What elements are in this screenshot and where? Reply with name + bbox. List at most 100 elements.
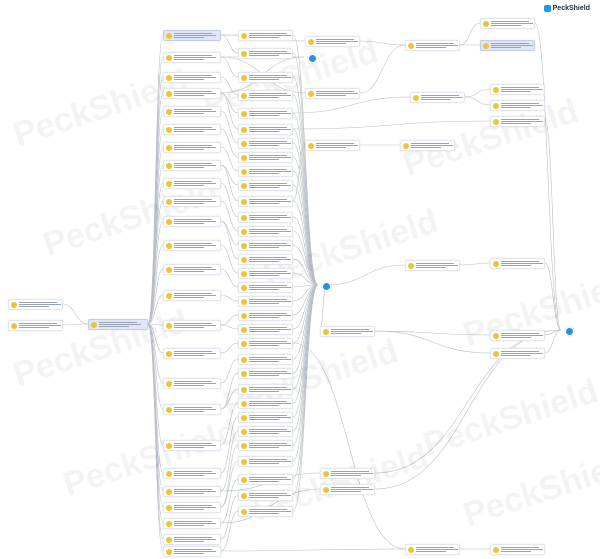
address-node[interactable] <box>163 518 221 529</box>
address-node[interactable] <box>238 124 293 135</box>
address-node[interactable] <box>490 84 545 95</box>
wallet-icon <box>483 42 489 49</box>
address-node[interactable] <box>238 108 293 119</box>
address-node[interactable] <box>238 456 293 467</box>
address-node[interactable] <box>163 216 221 227</box>
wallet-icon <box>403 142 409 149</box>
address-node[interactable] <box>305 36 360 47</box>
address-node[interactable] <box>163 88 221 99</box>
transfer-edge <box>147 268 164 325</box>
exchange-icon[interactable] <box>565 327 574 336</box>
address-node[interactable] <box>163 290 221 301</box>
address-node[interactable] <box>405 260 460 271</box>
address-node[interactable] <box>305 88 360 99</box>
address-node[interactable] <box>490 348 545 359</box>
address-node[interactable] <box>480 40 535 51</box>
address-node[interactable] <box>8 299 63 310</box>
address-label <box>249 51 291 56</box>
address-node[interactable] <box>163 142 221 153</box>
address-node[interactable] <box>490 116 545 127</box>
address-node[interactable] <box>238 398 293 409</box>
address-node[interactable] <box>320 468 375 479</box>
address-node[interactable] <box>238 384 293 395</box>
exchange-icon[interactable] <box>322 282 331 291</box>
address-node[interactable] <box>490 100 545 111</box>
address-label <box>416 43 458 48</box>
wallet-icon <box>308 142 314 149</box>
address-node[interactable] <box>490 258 545 269</box>
address-node[interactable] <box>238 412 293 423</box>
address-node[interactable] <box>163 30 221 41</box>
address-node[interactable] <box>320 326 375 337</box>
exchange-icon[interactable] <box>308 54 317 63</box>
address-node[interactable] <box>163 534 221 545</box>
address-node[interactable] <box>238 296 293 307</box>
address-node[interactable] <box>163 468 221 479</box>
address-label <box>501 119 543 124</box>
address-node[interactable] <box>238 354 293 365</box>
address-node[interactable] <box>163 106 221 117</box>
address-node[interactable] <box>163 160 221 171</box>
address-node[interactable] <box>238 310 293 321</box>
address-node[interactable] <box>490 544 545 555</box>
address-node[interactable] <box>405 40 460 51</box>
address-node[interactable] <box>163 320 221 331</box>
address-node[interactable] <box>238 368 293 379</box>
address-node[interactable] <box>163 440 221 451</box>
address-node[interactable] <box>238 254 293 265</box>
address-node[interactable] <box>238 138 293 149</box>
address-node[interactable] <box>163 196 221 207</box>
address-node[interactable] <box>8 320 63 331</box>
address-node[interactable] <box>238 196 293 207</box>
address-node[interactable] <box>163 502 221 513</box>
address-node[interactable] <box>238 30 293 41</box>
address-node[interactable] <box>163 72 221 83</box>
address-node[interactable] <box>163 178 221 189</box>
address-node[interactable] <box>238 240 293 251</box>
address-node[interactable] <box>238 490 293 501</box>
address-node[interactable] <box>400 140 455 151</box>
address-node[interactable] <box>238 324 293 335</box>
address-node[interactable] <box>163 124 221 135</box>
address-node[interactable] <box>238 282 293 293</box>
address-node[interactable] <box>163 546 221 557</box>
address-label <box>316 143 358 148</box>
wallet-icon <box>166 380 172 387</box>
address-node[interactable] <box>410 92 465 103</box>
address-node[interactable] <box>163 348 221 359</box>
address-node[interactable] <box>490 330 545 341</box>
address-node[interactable] <box>405 544 460 555</box>
address-node[interactable] <box>238 338 293 349</box>
address-node[interactable] <box>238 90 293 101</box>
address-node[interactable] <box>238 506 293 517</box>
address-node[interactable] <box>238 226 293 237</box>
address-node[interactable] <box>238 72 293 83</box>
address-label <box>501 333 543 338</box>
address-node[interactable] <box>320 484 375 495</box>
transfer-edge <box>319 284 327 332</box>
wallet-icon <box>91 321 97 328</box>
address-node[interactable] <box>163 378 221 389</box>
address-node[interactable] <box>238 440 293 451</box>
address-node[interactable] <box>238 48 293 59</box>
address-node[interactable] <box>88 319 148 330</box>
wallet-icon <box>166 266 172 273</box>
address-label <box>249 243 291 248</box>
address-node[interactable] <box>238 426 293 437</box>
address-node[interactable] <box>238 268 293 279</box>
address-node[interactable] <box>163 240 221 251</box>
address-node[interactable] <box>238 166 293 177</box>
address-node[interactable] <box>238 152 293 163</box>
address-node[interactable] <box>163 486 221 497</box>
address-label <box>249 459 291 464</box>
address-node[interactable] <box>238 474 293 485</box>
address-node[interactable] <box>163 52 221 63</box>
address-node[interactable] <box>163 264 221 275</box>
address-node[interactable] <box>238 212 293 223</box>
address-node[interactable] <box>163 404 221 415</box>
wallet-icon <box>166 144 172 151</box>
address-node[interactable] <box>305 140 360 151</box>
wallet-icon <box>241 492 247 499</box>
address-node[interactable] <box>480 18 535 29</box>
address-node[interactable] <box>238 180 293 191</box>
